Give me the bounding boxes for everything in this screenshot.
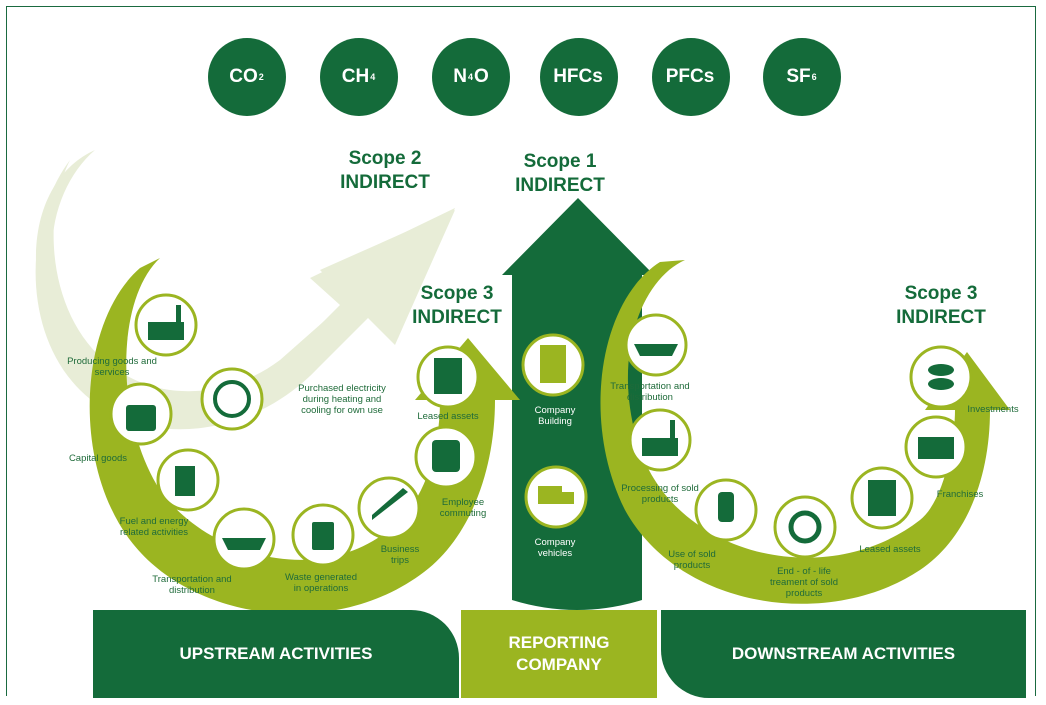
gas-label: SF bbox=[786, 66, 811, 87]
upstream-activities-bar: UPSTREAM ACTIVITIES bbox=[93, 610, 459, 698]
gas-hfcs: HFCs bbox=[540, 38, 618, 116]
gas-subscript: 4 bbox=[467, 72, 473, 82]
gas-label: HFCs bbox=[553, 66, 603, 87]
label-transport-up: Transportation and distribution bbox=[152, 574, 232, 596]
downstream-activities-bar: DOWNSTREAM ACTIVITIES bbox=[661, 610, 1026, 698]
label-producing: Producing goods and services bbox=[67, 356, 157, 378]
bar-label: DOWNSTREAM ACTIVITIES bbox=[731, 644, 956, 663]
airplane-icon bbox=[357, 476, 421, 540]
gas-tail: O bbox=[473, 66, 489, 87]
recycle-icon bbox=[773, 495, 837, 559]
downstream-icons bbox=[624, 313, 973, 559]
scope1-title: Scope 1 INDIRECT bbox=[495, 150, 625, 198]
scope-name: Scope 3 bbox=[420, 283, 494, 304]
upstream-icons bbox=[109, 293, 480, 571]
label-waste: Waste generated in operations bbox=[285, 572, 357, 594]
scope3-downstream-title: Scope 3 INDIRECT bbox=[876, 282, 1006, 330]
plug-icon bbox=[200, 367, 264, 431]
scope-name: Scope 3 bbox=[904, 283, 978, 304]
label-leased-down: Leased assets bbox=[859, 544, 921, 555]
gas-label: CO bbox=[229, 66, 258, 87]
company-icons bbox=[521, 333, 588, 529]
scope-type: INDIRECT bbox=[515, 175, 605, 196]
scope-name: Scope 1 bbox=[523, 151, 597, 172]
label-fuel-energy: Fuel and energy related activities bbox=[119, 516, 189, 538]
scope3-downstream-arrow bbox=[600, 260, 1010, 604]
label-commuting: Employee commuting bbox=[439, 497, 487, 519]
gas-subscript: 6 bbox=[811, 72, 817, 82]
scope3-upstream-title: Scope 3 INDIRECT bbox=[392, 282, 522, 330]
label-franchises: Franchises bbox=[936, 489, 984, 500]
gas-label: N bbox=[453, 66, 467, 87]
scope-type: INDIRECT bbox=[412, 307, 502, 328]
gas-label: CH bbox=[341, 66, 370, 87]
scope2-title: Scope 2 INDIRECT bbox=[320, 147, 450, 195]
gas-pfcs: PFCs bbox=[652, 38, 730, 116]
label-transport-down: Transportation and distribution bbox=[610, 381, 690, 403]
bar-label: REPORTING COMPANY bbox=[508, 633, 610, 674]
label-use: Use of sold products bbox=[668, 549, 716, 571]
scope-type: INDIRECT bbox=[340, 172, 430, 193]
gas-subscript: 2 bbox=[258, 72, 264, 82]
label-company-vehicles: Company vehicles bbox=[534, 537, 576, 559]
label-business-trips: Business trips bbox=[380, 544, 420, 566]
scope-name: Scope 2 bbox=[348, 148, 422, 169]
label-electricity: Purchased electricity during heating and… bbox=[298, 383, 386, 416]
diagram-frame bbox=[6, 6, 1036, 696]
gas-subscript: 4 bbox=[370, 72, 376, 82]
label-processing: Processing of sold products bbox=[621, 483, 699, 505]
bar-label: UPSTREAM ACTIVITIES bbox=[179, 644, 373, 663]
coins-icon bbox=[909, 345, 973, 409]
scope-type: INDIRECT bbox=[896, 307, 986, 328]
reporting-company-bar: REPORTING COMPANY bbox=[461, 610, 657, 698]
label-leased-up: Leased assets bbox=[417, 411, 479, 422]
scope2-arrow-body bbox=[35, 160, 456, 430]
label-eol: End - of - life treament of sold product… bbox=[769, 566, 839, 599]
label-capital-goods: Capital goods bbox=[68, 453, 128, 464]
label-company-building: Company Building bbox=[534, 405, 576, 427]
label-investments: Investments bbox=[967, 404, 1019, 415]
gas-label: PFCs bbox=[665, 66, 715, 87]
